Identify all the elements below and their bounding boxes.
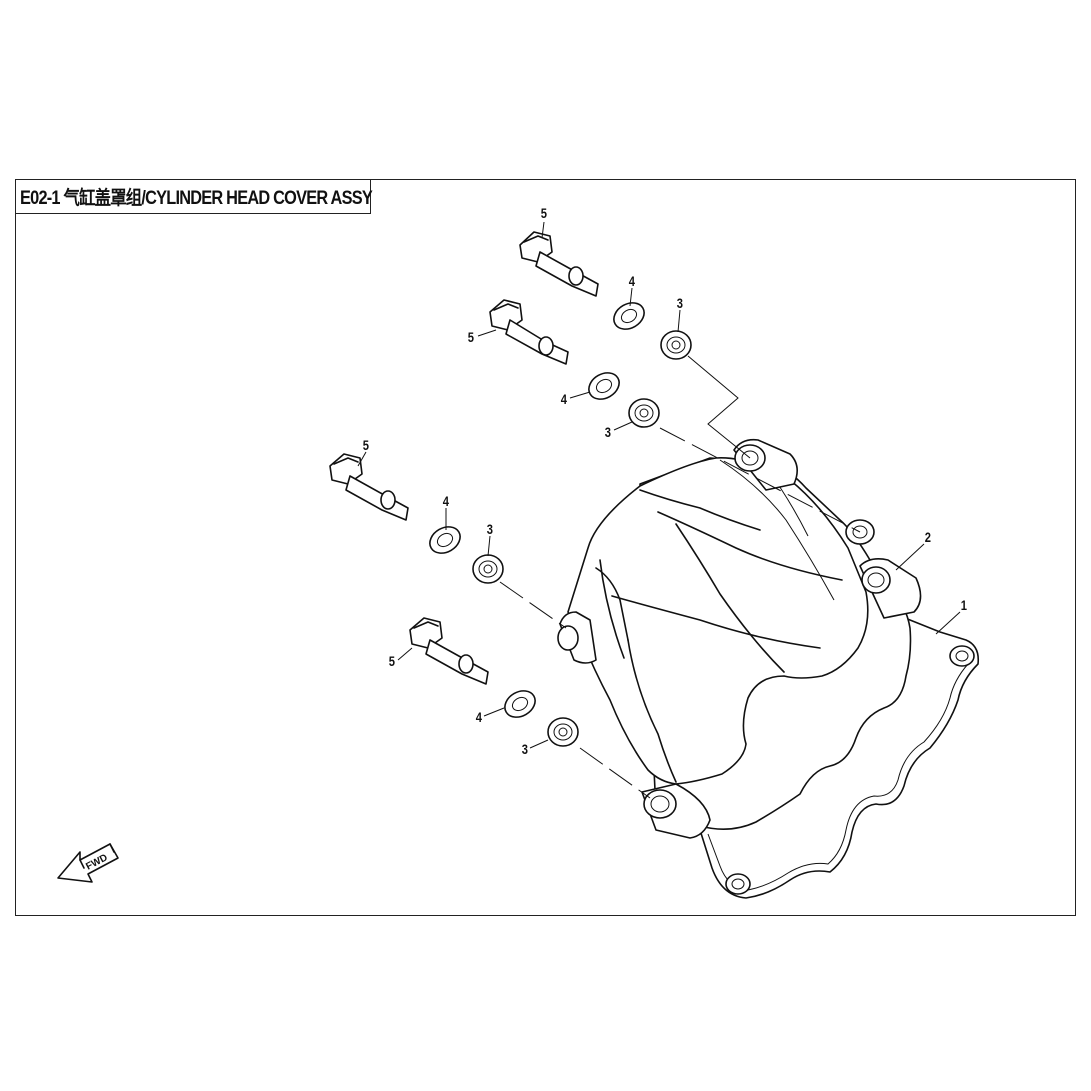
callout-5: 5 — [389, 654, 395, 669]
callout-5: 5 — [541, 206, 547, 221]
callout-numbers: 5 4 3 5 4 3 5 4 3 5 4 3 2 1 — [363, 206, 967, 757]
bolt-set-c — [329, 453, 504, 584]
callout-1: 1 — [961, 598, 967, 613]
callout-4: 4 — [629, 274, 635, 289]
washer-part-4 — [613, 302, 645, 330]
washer-part-4 — [429, 526, 461, 554]
grommet-part-3 — [472, 554, 504, 584]
bolt-set-a — [519, 231, 692, 360]
assembly-centerlines — [499, 355, 861, 799]
bolt-part-5 — [519, 231, 599, 297]
leader-lines — [357, 221, 961, 749]
grommet-part-3 — [547, 717, 579, 747]
bolt-part-5 — [329, 453, 409, 521]
washer-part-4 — [504, 690, 536, 718]
cylinder-head-cover — [557, 438, 922, 839]
callout-4: 4 — [476, 710, 482, 725]
bolt-set-b — [489, 299, 660, 428]
fwd-direction-arrow: FWD — [57, 843, 119, 883]
diagram-title: E02-1 气缸盖罩组/CYLINDER HEAD COVER ASSY — [20, 187, 373, 209]
grommet-part-3 — [660, 330, 692, 360]
callout-3: 3 — [522, 742, 528, 757]
callout-3: 3 — [605, 425, 611, 440]
callout-3: 3 — [487, 522, 493, 537]
bolt-set-d — [409, 617, 579, 747]
bolt-part-5 — [489, 299, 569, 365]
grommet-part-3 — [628, 398, 660, 428]
callout-4: 4 — [443, 494, 449, 509]
callout-2: 2 — [925, 530, 931, 545]
drawing-frame — [15, 179, 1076, 916]
callout-5: 5 — [363, 438, 369, 453]
bolt-part-5 — [409, 617, 489, 685]
title-box: E02-1 气缸盖罩组/CYLINDER HEAD COVER ASSY — [15, 179, 373, 214]
callout-5: 5 — [468, 330, 474, 345]
callout-3: 3 — [677, 296, 683, 311]
callout-4: 4 — [561, 392, 567, 407]
washer-part-4 — [588, 372, 620, 400]
